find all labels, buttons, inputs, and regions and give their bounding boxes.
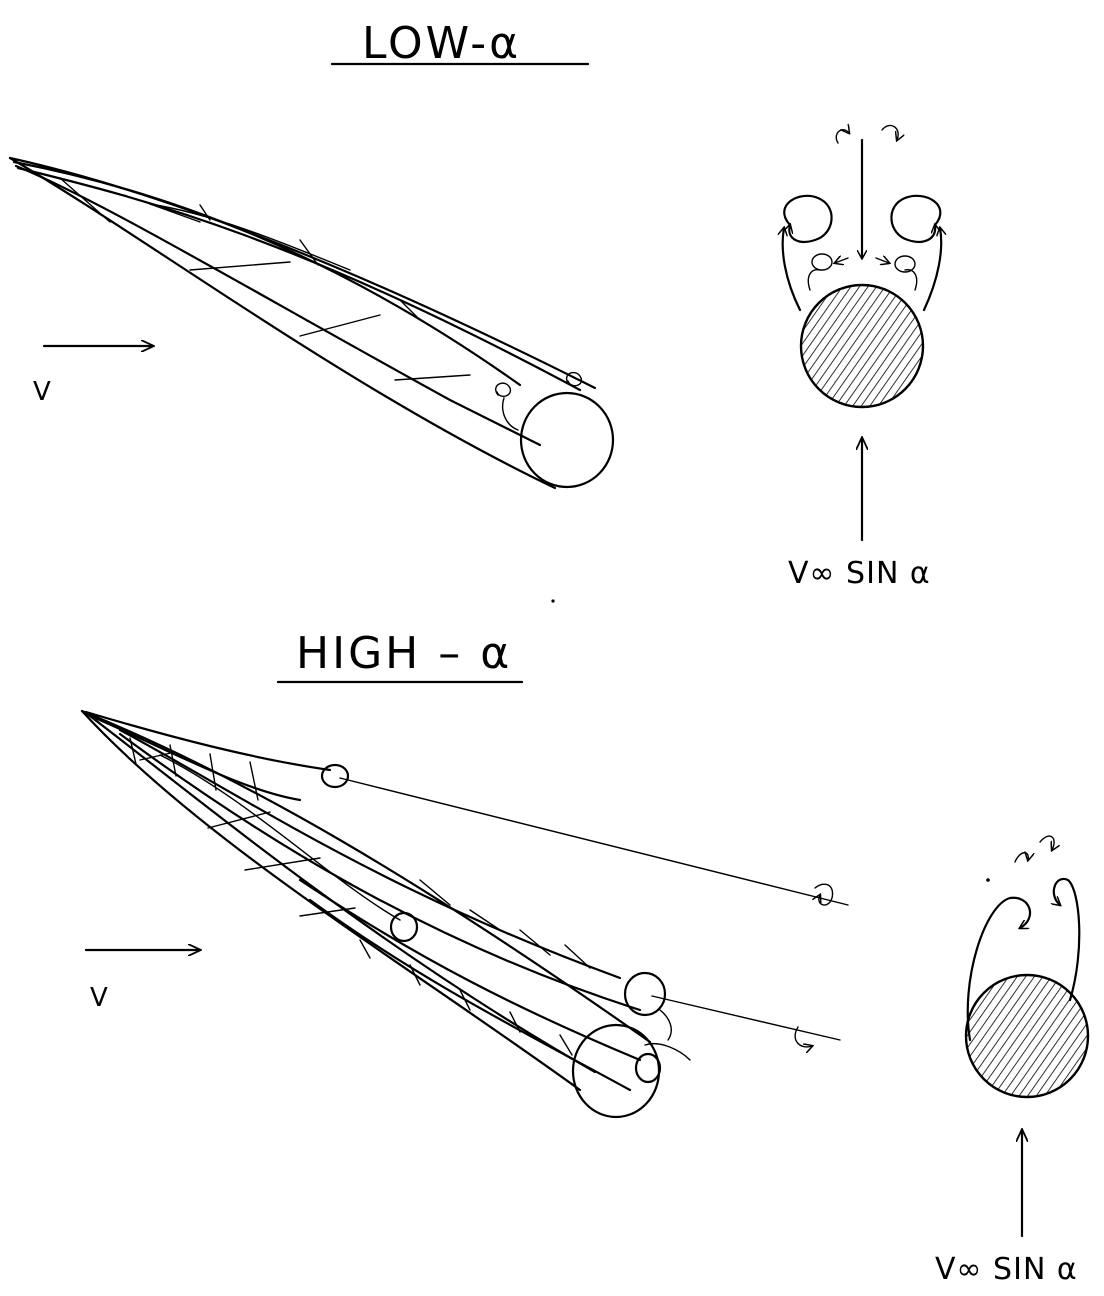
high-alpha-crosssection <box>966 836 1088 1097</box>
high-alpha-body <box>82 711 848 1117</box>
low-alpha-body <box>10 158 613 488</box>
speck <box>551 599 554 602</box>
low-alpha-crosssection <box>783 125 942 407</box>
